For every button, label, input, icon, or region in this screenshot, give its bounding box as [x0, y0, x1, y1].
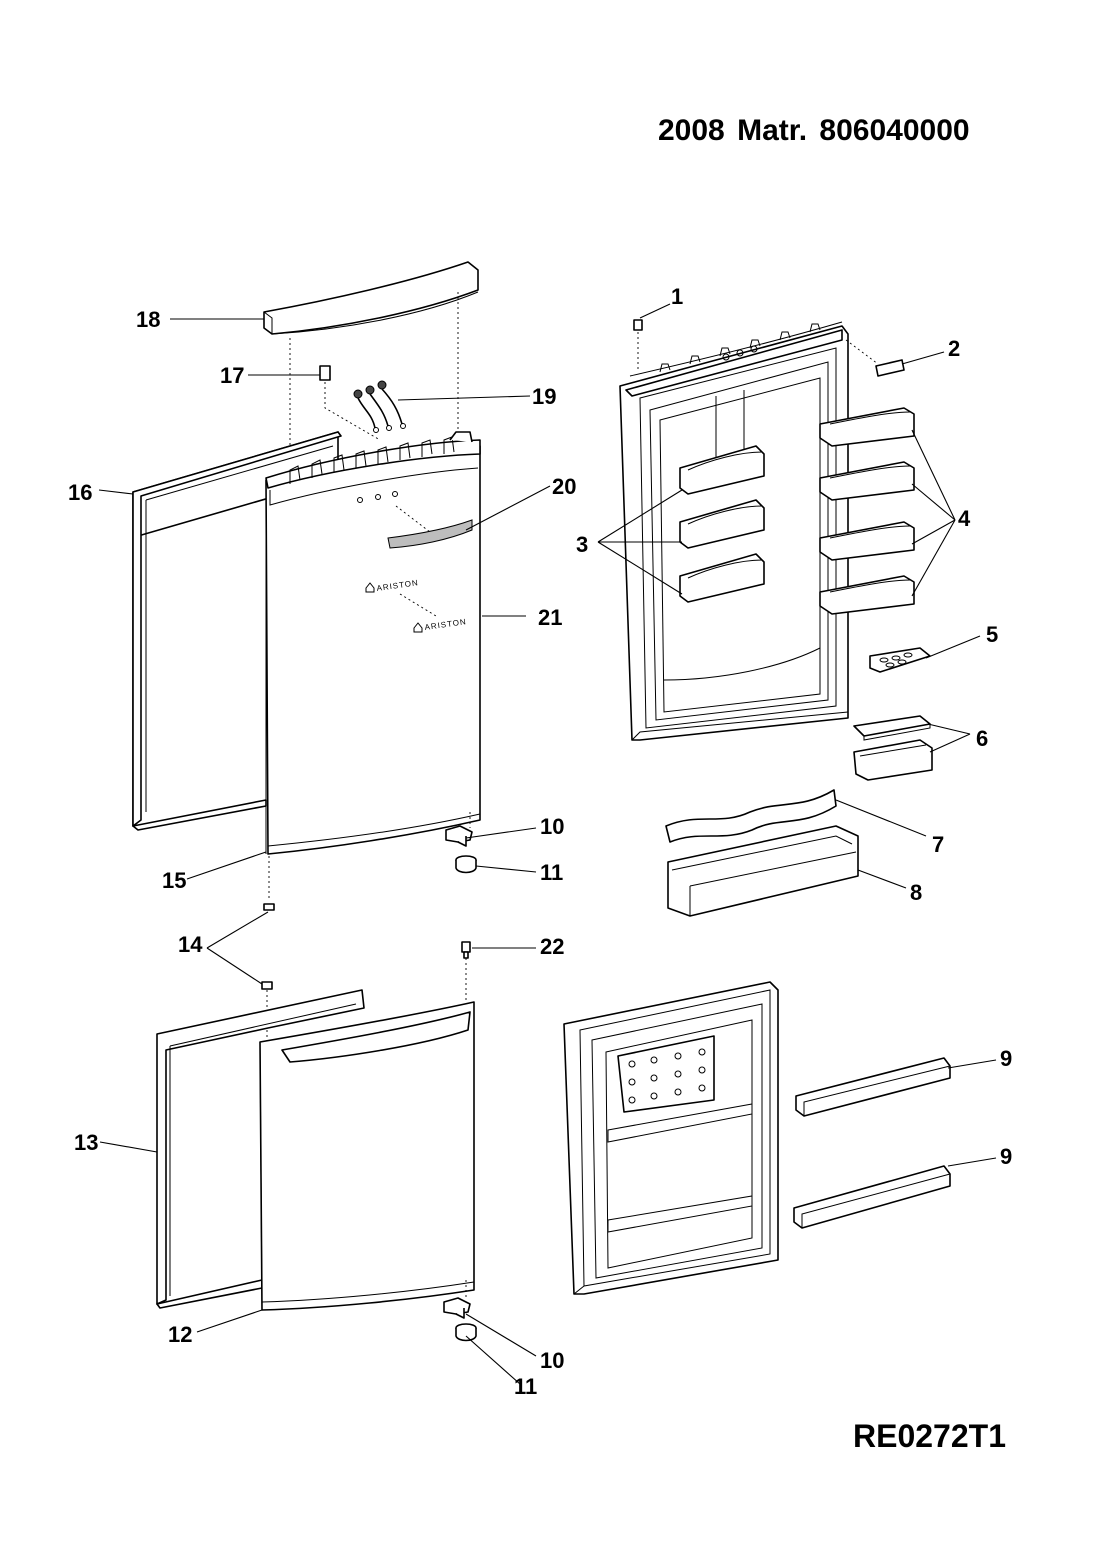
door-shelf-large-3 [819, 521, 915, 561]
freezer-door-flap-upper [795, 1057, 951, 1117]
egg-tray [869, 647, 931, 673]
top-clip [875, 359, 905, 377]
screw [633, 319, 643, 331]
top-handle-cover [263, 261, 479, 335]
callout-22: 22 [540, 934, 564, 959]
callout-10-upper: 10 [540, 814, 564, 839]
callout-9-upper: 9 [1000, 1046, 1012, 1071]
callout-9-lower: 9 [1000, 1144, 1012, 1169]
lower-door-panel [259, 1001, 475, 1311]
upper-door-hinge [445, 825, 473, 847]
door-shelf-large-1 [819, 407, 915, 447]
callout-18: 18 [136, 307, 160, 332]
callout-6: 6 [976, 726, 988, 751]
food-icons-panel [628, 1048, 706, 1104]
bottle-retainer [665, 789, 837, 843]
callout-12: 12 [168, 1322, 192, 1347]
door-shelf-small-1 [679, 445, 765, 495]
callout-3: 3 [576, 532, 588, 557]
hinge-bushing-upper [263, 903, 275, 911]
callout-7: 7 [932, 832, 944, 857]
callout-15: 15 [162, 868, 186, 893]
callout-14: 14 [178, 932, 203, 957]
callout-2: 2 [948, 336, 960, 361]
door-handle-trim [387, 519, 473, 549]
callout-1: 1 [671, 284, 683, 309]
callout-5: 5 [986, 622, 998, 647]
callout-8: 8 [910, 880, 922, 905]
page-title: 2008 Matr. 806040000 [658, 114, 970, 147]
callout-10-lower: 10 [540, 1348, 564, 1373]
callout-19: 19 [532, 384, 556, 409]
callout-21: 21 [538, 605, 562, 630]
hinge-bushing-lower [261, 981, 273, 990]
callout-11-upper: 11 [540, 860, 563, 885]
upper-door-foot [455, 855, 477, 874]
drawing-code: RE0272T1 [853, 1418, 1006, 1454]
callout-11-lower: 11 [514, 1374, 537, 1399]
freezer-door-flap-lower [793, 1165, 951, 1229]
callout-20: 20 [552, 474, 576, 499]
freezer-inner-door-liner [563, 981, 779, 1295]
upper-door-panel [265, 431, 481, 855]
door-shelf-large-2 [819, 461, 915, 501]
door-shelf-small-3 [679, 553, 765, 603]
bottle-shelf [667, 825, 859, 917]
callout-17: 17 [220, 363, 244, 388]
lower-door-gasket [156, 989, 365, 1309]
butter-dish-base [853, 739, 933, 781]
hinge-pin [461, 941, 471, 959]
hinge-clip [319, 365, 331, 381]
callout-13: 13 [74, 1130, 98, 1155]
callout-16: 16 [68, 480, 92, 505]
wire-harness [353, 380, 406, 433]
lower-door-foot [455, 1323, 477, 1342]
door-shelf-large-4 [819, 575, 915, 615]
butter-dish-lid [853, 715, 931, 741]
lower-door-hinge [443, 1297, 471, 1319]
callout-4: 4 [958, 506, 971, 531]
